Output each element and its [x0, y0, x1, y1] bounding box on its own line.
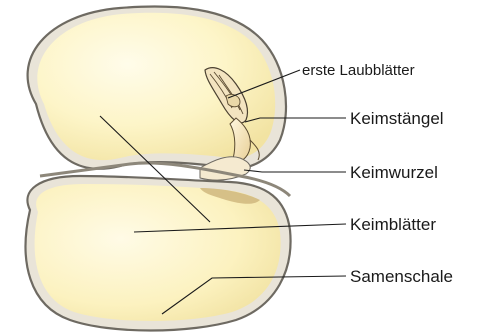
label-stem: Keimstängel [350, 109, 444, 128]
label-root: Keimwurzel [350, 163, 438, 182]
cotyledon-lower [35, 184, 281, 321]
label-seed-coat: Samenschale [350, 267, 453, 286]
label-first-leaves: erste Laubblätter [302, 62, 415, 79]
label-cotyledons: Keimblätter [350, 215, 436, 234]
leader-root [244, 170, 346, 172]
